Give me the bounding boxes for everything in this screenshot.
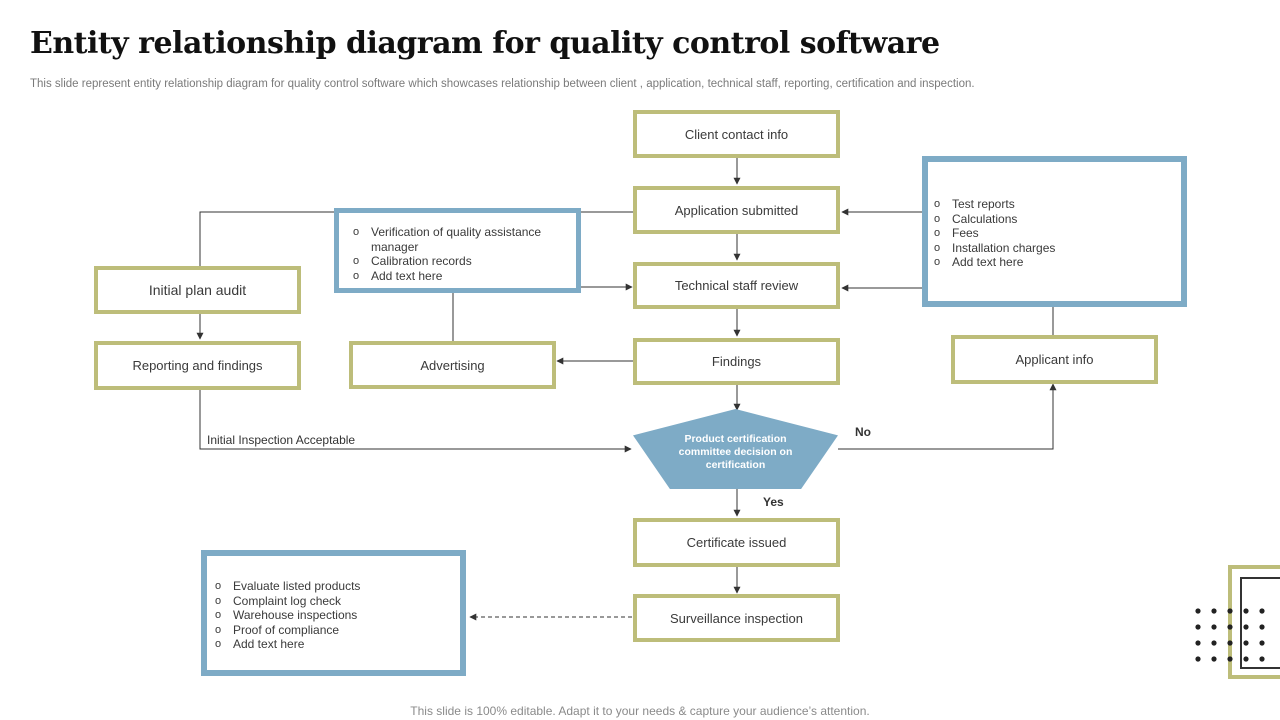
node-technical-review-label: Technical staff review [674, 278, 799, 293]
evaluate-list-box: Evaluate listed products Complaint log c… [201, 550, 466, 676]
node-applicant-info: Applicant info [951, 335, 1158, 384]
decorative-dots [1195, 608, 1265, 662]
node-surveillance: Surveillance inspection [633, 594, 840, 642]
node-certificate-issued: Certificate issued [633, 518, 840, 567]
node-surveillance-label: Surveillance inspection [670, 610, 803, 626]
list-item: Add text here [213, 637, 450, 652]
footer-note: This slide is 100% editable. Adapt it to… [410, 704, 870, 718]
decision-label: Product certification committee decision… [678, 432, 793, 471]
node-advertising-label: Advertising [420, 357, 485, 373]
list-item: Calibration records [351, 254, 566, 269]
edge-label-yes: Yes [763, 495, 784, 509]
list-item: Calculations [932, 212, 1171, 227]
edge-label-no: No [855, 425, 871, 439]
page-subtitle: This slide represent entity relationship… [30, 78, 975, 90]
edge-label-initial-acceptable: Initial Inspection Acceptable [207, 433, 356, 447]
node-reporting-findings-label: Reporting and findings [132, 358, 263, 373]
node-application-submitted: Application submitted [633, 186, 840, 234]
node-findings: Findings [633, 338, 840, 385]
node-technical-review: Technical staff review [633, 262, 840, 309]
list-item: Fees [932, 226, 1171, 241]
list-item: Warehouse inspections [213, 608, 450, 623]
node-advertising: Advertising [349, 341, 556, 389]
list-item: Verification of quality assistance manag… [351, 225, 566, 254]
decorative-frame-inner [1240, 577, 1280, 669]
reports-list-box: Test reports Calculations Fees Installat… [922, 156, 1187, 307]
node-client-contact-label: Client contact info [684, 126, 789, 142]
list-item: Test reports [932, 197, 1171, 212]
evaluate-list: Evaluate listed products Complaint log c… [213, 579, 450, 652]
list-item: Complaint log check [213, 594, 450, 609]
list-item: Installation charges [932, 241, 1171, 256]
page-title: Entity relationship diagram for quality … [30, 26, 940, 61]
list-item: Add text here [351, 269, 566, 284]
verification-list-box: Verification of quality assistance manag… [334, 208, 581, 293]
list-item: Add text here [932, 255, 1171, 270]
verification-list: Verification of quality assistance manag… [351, 225, 566, 283]
node-initial-plan-audit: Initial plan audit [94, 266, 301, 314]
node-certificate-issued-label: Certificate issued [686, 535, 787, 550]
node-findings-label: Findings [711, 354, 762, 369]
list-item: Proof of compliance [213, 623, 450, 638]
list-item: Evaluate listed products [213, 579, 450, 594]
node-reporting-findings: Reporting and findings [94, 341, 301, 390]
edge-reporting-to-decision [199, 390, 632, 453]
decorative-frame [1228, 565, 1280, 679]
reports-list: Test reports Calculations Fees Installat… [932, 197, 1171, 270]
node-client-contact: Client contact info [633, 110, 840, 158]
node-application-submitted-label: Application submitted [674, 202, 799, 218]
node-applicant-info-label: Applicant info [1015, 352, 1094, 367]
edge-decision-no-to-applicant [838, 383, 1057, 450]
node-initial-plan-audit-label: Initial plan audit [148, 282, 247, 298]
